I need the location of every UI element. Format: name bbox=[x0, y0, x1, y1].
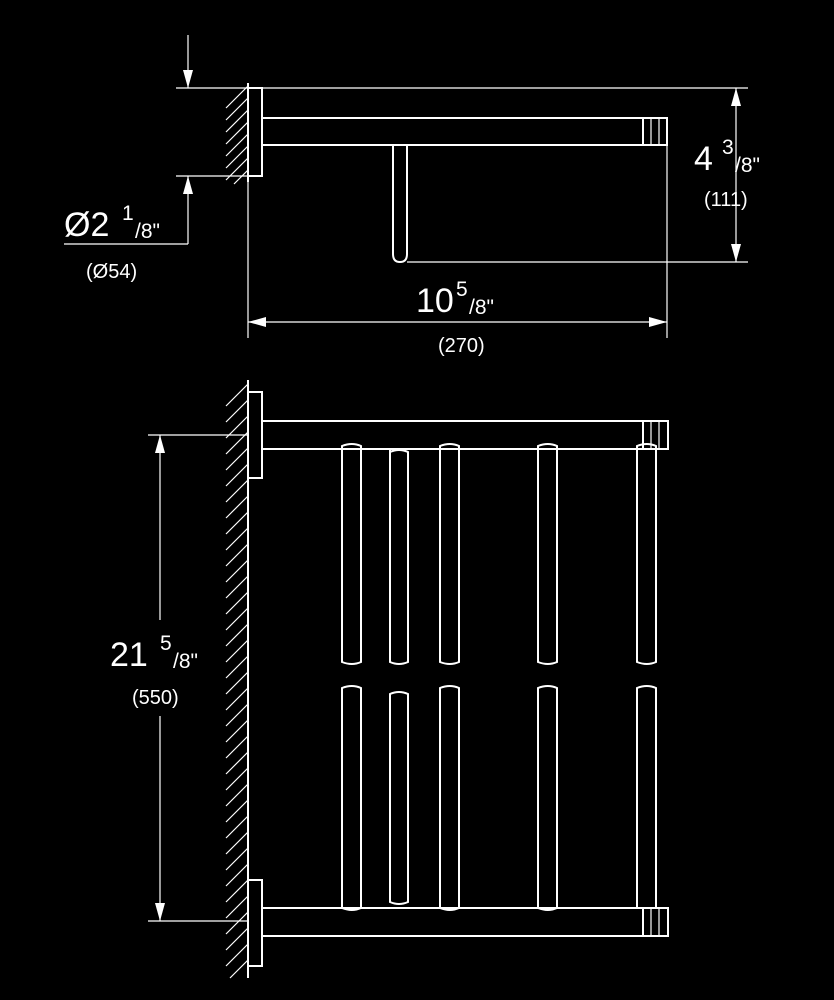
height-numerator: 3 bbox=[722, 136, 734, 159]
width-metric: (550) bbox=[132, 687, 179, 709]
depth-metric: (270) bbox=[438, 335, 485, 357]
diameter-metric: (Ø54) bbox=[86, 261, 137, 283]
rod-4-upper bbox=[537, 443, 558, 665]
width-whole: 21 bbox=[110, 636, 148, 674]
depth-numerator: 5 bbox=[456, 278, 468, 301]
side-view: 4 3 /8" (111) 10 5 /8" (270) Ø2 bbox=[64, 35, 760, 357]
depth-denominator: /8" bbox=[469, 296, 494, 319]
height-denominator: /8" bbox=[735, 154, 760, 177]
height-dimension: 4 3 /8" (111) bbox=[262, 87, 760, 263]
rod-5-lower bbox=[636, 685, 657, 909]
rod-4-lower bbox=[537, 685, 558, 911]
front-view: 21 5 /8" (550) bbox=[110, 380, 669, 979]
diameter-denominator: /8" bbox=[135, 220, 160, 243]
width-denominator: /8" bbox=[173, 650, 198, 673]
wall-rosette-upper bbox=[247, 391, 263, 479]
wall-rosette-lower bbox=[247, 879, 263, 967]
depth-dimension: 10 5 /8" (270) bbox=[247, 145, 668, 357]
rods-upper bbox=[341, 443, 657, 665]
diameter-whole: Ø2 bbox=[64, 206, 109, 244]
shelf-arm-side bbox=[262, 117, 668, 146]
diameter-numerator: 1 bbox=[122, 202, 134, 225]
rod-1-lower bbox=[341, 685, 362, 911]
rod-3-lower bbox=[439, 685, 460, 911]
rod-2-lower bbox=[389, 691, 409, 905]
height-whole: 4 bbox=[694, 140, 713, 178]
rod-2-upper bbox=[389, 449, 409, 665]
rod-1-upper bbox=[341, 443, 362, 665]
depth-whole: 10 bbox=[416, 282, 454, 320]
width-numerator: 5 bbox=[160, 632, 172, 655]
shelf-arm-upper bbox=[262, 420, 669, 450]
width-dimension: 21 5 /8" (550) bbox=[110, 434, 248, 922]
height-metric: (111) bbox=[704, 189, 748, 211]
wall-hatch-top bbox=[225, 83, 249, 185]
wall-rosette-side bbox=[247, 87, 263, 177]
diameter-dimension: Ø2 1 /8" (Ø54) bbox=[64, 35, 248, 283]
rod-3-upper bbox=[439, 443, 460, 665]
rods-lower bbox=[341, 685, 657, 911]
hanging-rod-side bbox=[392, 145, 408, 264]
wall-hatch-bottom bbox=[225, 380, 249, 979]
shelf-arm-lower bbox=[262, 907, 669, 937]
rod-5-upper bbox=[636, 443, 657, 665]
